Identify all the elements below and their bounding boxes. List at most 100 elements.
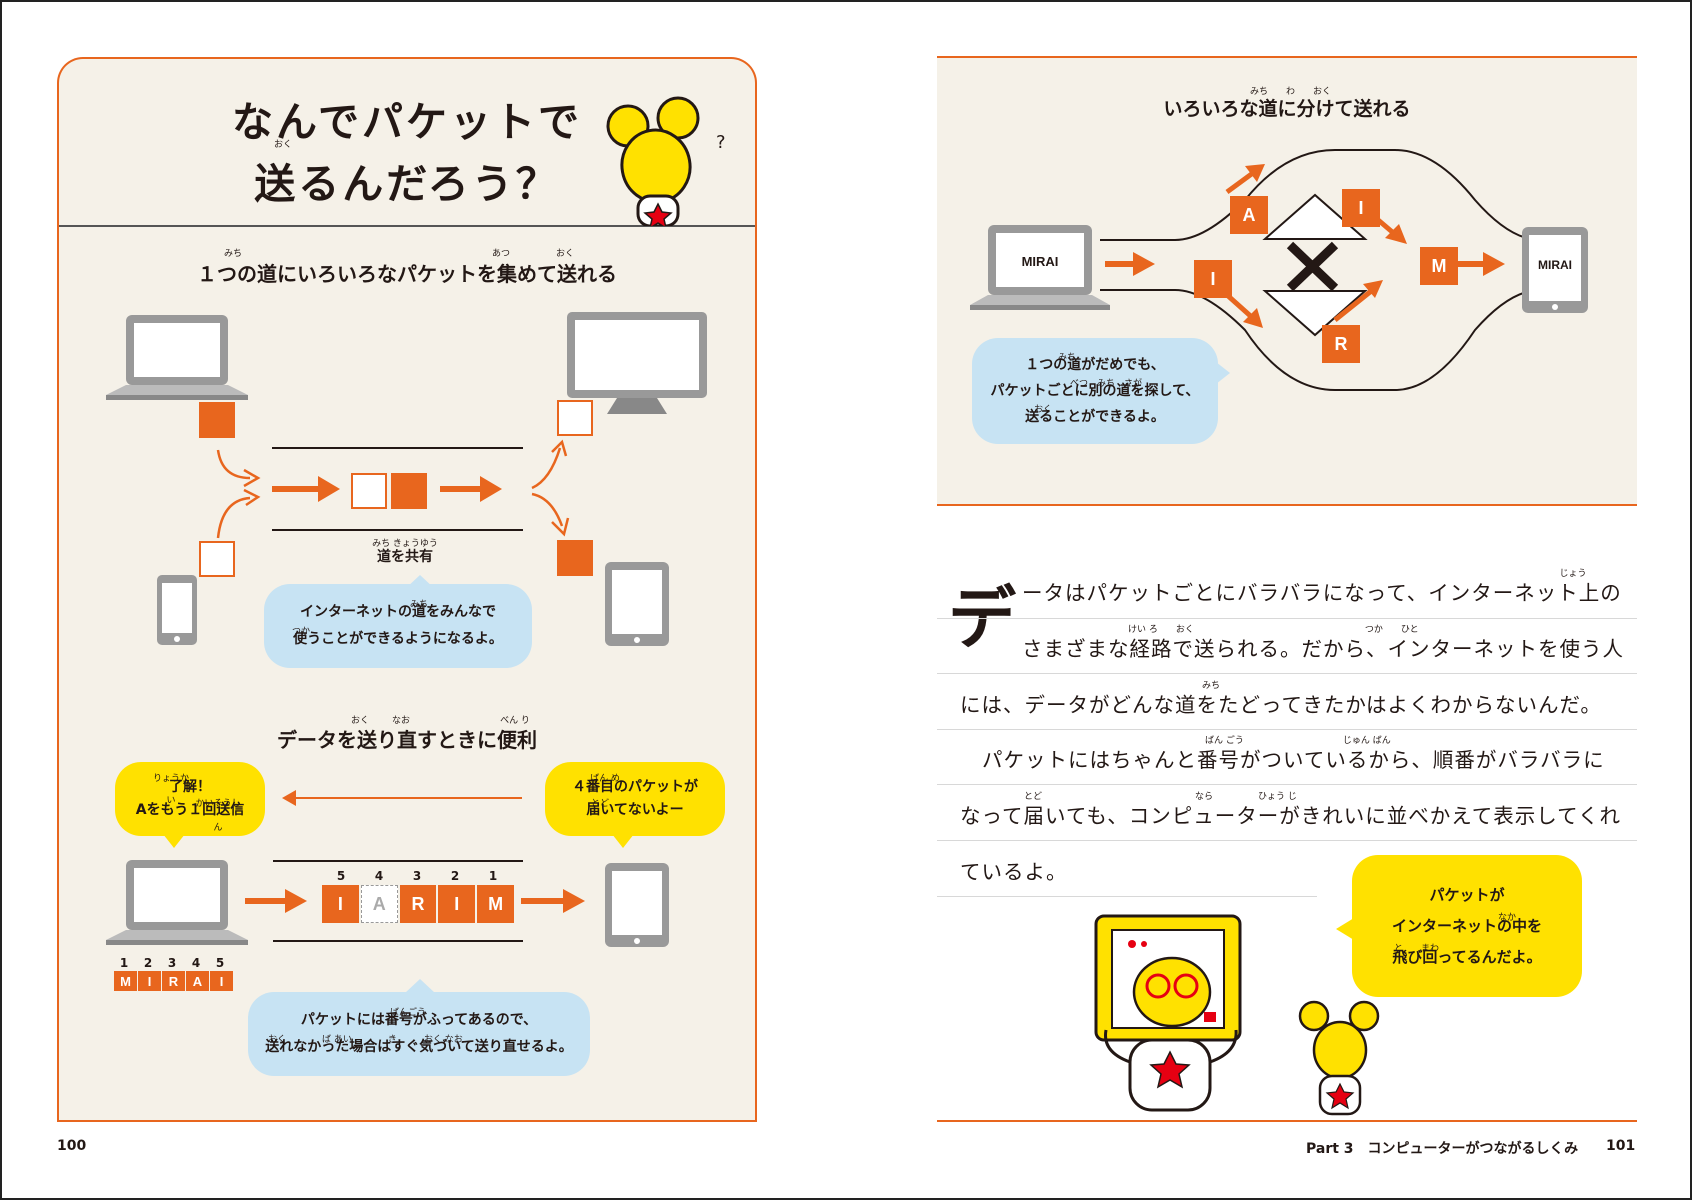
drop-cap: デ xyxy=(942,580,1022,660)
mouse-character-icon xyxy=(1298,1000,1380,1116)
laptop-icon xyxy=(106,860,248,945)
packet-block: I xyxy=(1194,260,1232,298)
ruby: みち xyxy=(223,249,242,259)
ruby: りょうかい xyxy=(152,774,189,806)
text-rule xyxy=(937,618,1637,619)
packet-square-filled xyxy=(199,402,235,438)
index-number: 1 xyxy=(488,869,498,883)
bubble-line: パケットが xyxy=(1429,885,1505,904)
computer-cat-character-icon xyxy=(1094,914,1242,1112)
data-letter: I xyxy=(210,971,233,991)
bubble-line: ４番目のパケットが xyxy=(572,779,698,795)
resend-arrow xyxy=(282,790,522,806)
packet-block: R xyxy=(1322,325,1360,363)
packet-block: M xyxy=(477,885,514,923)
index-number: 1 xyxy=(119,956,129,970)
footer-part-title: Part 3 コンピューターがつながるしくみ xyxy=(1306,1141,1579,1157)
ruby: おく xyxy=(350,716,369,726)
laptop-icon xyxy=(970,225,1110,310)
ruby: とど xyxy=(590,799,609,809)
ruby: みち xyxy=(1057,353,1076,363)
tablet-icon xyxy=(1522,227,1588,313)
ruby: なお xyxy=(391,716,410,726)
footer-rule xyxy=(57,1120,757,1122)
ruby: みち xyxy=(1201,681,1220,691)
ruby: みち xyxy=(410,600,429,610)
source-number-row: 1 2 3 4 5 xyxy=(112,956,232,970)
packet-square-filled xyxy=(391,473,427,509)
tablet-icon xyxy=(605,863,669,947)
bubble-tail xyxy=(163,834,185,848)
packet-row: I A R I M xyxy=(322,885,514,923)
packet-square-outline xyxy=(557,400,593,436)
packet-number-row: 5 4 3 2 1 xyxy=(322,869,512,883)
bubble-line: パケットには番号がふってあるので、 xyxy=(300,1012,538,1028)
page-title-line2: 送るんだろう？ xyxy=(254,160,560,208)
laptop-icon xyxy=(106,315,248,400)
data-letter: M xyxy=(114,971,137,991)
ruby: じょう xyxy=(1559,569,1587,579)
question-mark: ? xyxy=(716,132,726,153)
title-ruby: おく xyxy=(273,140,292,150)
body-line: パケットにはちゃんと番号がついているから、順番がバラバラに xyxy=(982,748,1605,772)
text-rule xyxy=(937,896,1317,897)
index-number: 4 xyxy=(374,869,384,883)
bubble-line: Aをもう１回送信 xyxy=(135,802,245,818)
index-number: 5 xyxy=(336,869,346,883)
source-data-row: M I R A I xyxy=(114,971,234,991)
blocked-mark: ✕ xyxy=(1330,240,1360,270)
bubble-line: パケットごとに別の道を探して、 xyxy=(990,383,1200,399)
index-number: 3 xyxy=(412,869,422,883)
page-title-line1: なんでパケットで xyxy=(232,98,582,146)
ruby: べん り xyxy=(500,716,530,726)
ruby: ばん め xyxy=(590,774,620,784)
page-number-left: 100 xyxy=(57,1138,87,1154)
section2-heading: データを送り直すときに便利 xyxy=(277,728,537,752)
packet-square-outline xyxy=(351,473,387,509)
body-line: さまざまな経路で送られる。だから、インターネットを使う人 xyxy=(1022,637,1624,661)
text-rule xyxy=(937,673,1637,674)
receiver-label: MIRAI xyxy=(1538,258,1572,272)
mouse-character-icon: ? xyxy=(606,96,726,226)
bubble-line: 飛び回ってるんだよ。 xyxy=(1392,947,1542,966)
bubble-line: インターネットの道をみんなで xyxy=(300,604,496,620)
speech-bubble: パケットが なかインターネットの中を と まわ飛び回ってるんだよ。 xyxy=(1352,855,1582,997)
ruby: ばんごう xyxy=(389,1008,426,1018)
ruby: みち きょうゆう xyxy=(372,539,438,549)
info-bubble: みちインターネットの道をみんなで つか使うことができるようになるよ。 xyxy=(264,584,532,668)
text-rule xyxy=(937,840,1637,841)
section1-heading: １つの道にいろいろなパケットを集めて送れる xyxy=(197,262,617,286)
data-letter: A xyxy=(186,971,209,991)
diagram-heading: いろいろな道に分けて送れる xyxy=(1163,98,1411,120)
ruby: おく ば あい き おく なお xyxy=(268,1035,463,1045)
index-number: 2 xyxy=(450,869,460,883)
ruby: あつ xyxy=(491,249,510,259)
body-line: には、データがどんな道をたどってきたかはよくわからないんだ。 xyxy=(960,693,1602,717)
bubble-line: 了解！ xyxy=(169,779,211,795)
bubble-line: インターネットの中を xyxy=(1391,916,1542,935)
ruby: かいそうしん xyxy=(195,799,241,833)
ruby: つか xyxy=(292,627,311,637)
sender-label: MIRAI xyxy=(1021,254,1059,269)
packet-block: I xyxy=(322,885,359,923)
smartphone-icon xyxy=(157,575,197,645)
packet-road-diagram xyxy=(245,860,585,942)
index-number: 5 xyxy=(215,956,225,970)
body-line: ているよ。 xyxy=(960,860,1068,884)
ruby: べつ みち さが xyxy=(1070,379,1143,389)
packet-block: A xyxy=(1230,196,1268,234)
page-number-right: 101 xyxy=(1606,1138,1636,1154)
bubble-line: 届いてないよー xyxy=(586,802,684,818)
bubble-tail xyxy=(405,979,435,993)
bubble-tail xyxy=(1216,362,1230,384)
body-line: ータはパケットごとにバラバラになって、インターネット上の xyxy=(1022,581,1622,605)
packet-square-filled xyxy=(557,540,593,576)
ruby: とど なら ひょう じ xyxy=(1024,792,1297,802)
bubble-tail xyxy=(1336,918,1354,940)
missing-packet-block: A xyxy=(360,885,398,923)
bubble-line: 送ることができるよ。 xyxy=(1025,409,1165,425)
footer-rule xyxy=(937,1120,1637,1122)
